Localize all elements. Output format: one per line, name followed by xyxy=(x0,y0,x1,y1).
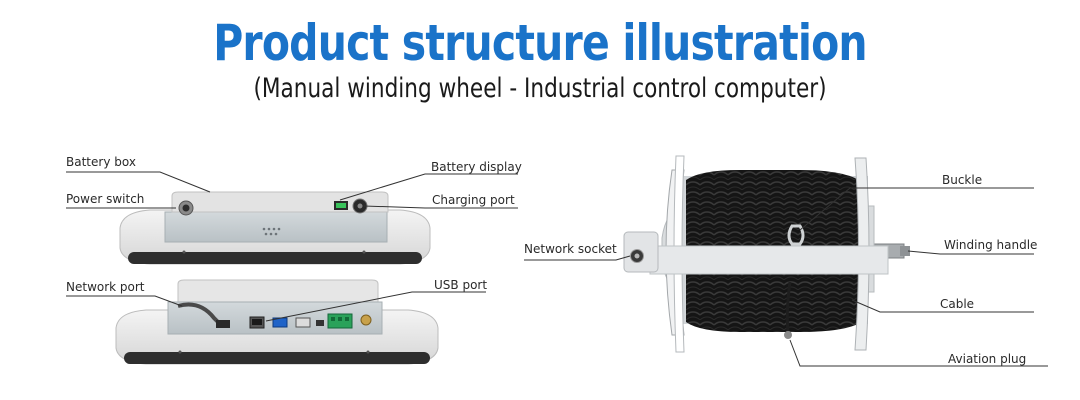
leader-lines xyxy=(66,171,1048,367)
label-battery-box: Battery box xyxy=(66,155,136,169)
label-battery-display: Battery display xyxy=(431,160,522,174)
label-buckle: Buckle xyxy=(942,173,983,187)
computer-side-view xyxy=(115,279,439,365)
label-network-port: Network port xyxy=(66,280,145,294)
label-charging-port: Charging port xyxy=(432,193,515,207)
label-power-switch: Power switch xyxy=(66,192,145,206)
label-cable: Cable xyxy=(940,297,975,311)
label-winding-handle: Winding handle xyxy=(944,238,1038,252)
label-aviation-plug: Aviation plug xyxy=(948,352,1027,366)
vent-grille xyxy=(262,227,281,236)
label-usb-port: USB port xyxy=(434,278,488,292)
label-network-socket: Network socket xyxy=(524,242,617,256)
page-subtitle: (Manual winding wheel - Industrial contr… xyxy=(253,73,827,104)
page-title: Product structure illustration xyxy=(213,14,867,72)
cable-reel xyxy=(623,155,910,353)
reel-frame-bar xyxy=(649,245,889,275)
computer-top-view xyxy=(119,191,431,265)
